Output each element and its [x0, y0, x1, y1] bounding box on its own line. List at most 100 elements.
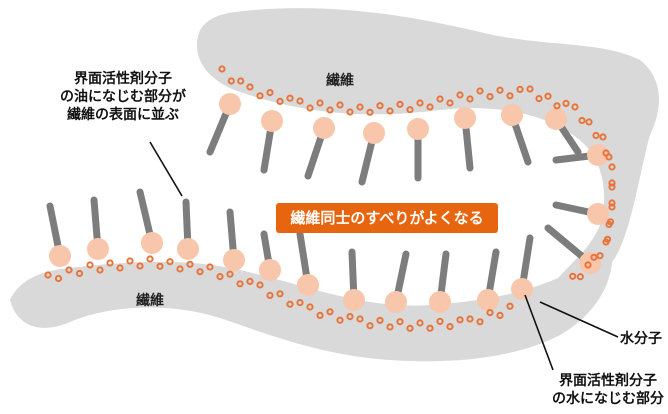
water-molecule — [396, 318, 404, 326]
upper-fiber-label: 繊維 — [326, 73, 354, 89]
water-molecule — [516, 85, 524, 94]
water-molecule — [416, 319, 424, 327]
water-molecule — [86, 261, 94, 269]
water-molecule — [316, 311, 324, 319]
water-molecule — [286, 94, 294, 102]
water-molecule — [276, 290, 284, 298]
water-molecule — [553, 102, 561, 110]
water-molecule — [486, 309, 494, 317]
water-molecule — [590, 253, 598, 261]
surfactant-head — [261, 110, 283, 132]
oil-part-label: 界面活性剤分子 の油になじむ部分が 繊維の表面に並ぶ — [58, 70, 188, 124]
water-molecule — [406, 324, 414, 332]
water-molecule — [326, 106, 334, 114]
water-molecule — [266, 291, 274, 299]
water-molecule — [218, 65, 226, 73]
callout-smooth-sliding: 繊維同士のすべりがよくなる — [276, 203, 498, 233]
water-molecule — [426, 324, 434, 332]
water-molecule — [196, 268, 204, 276]
water-molecule — [486, 93, 494, 101]
water-part-label-line2: の水になじむ部分 — [552, 391, 664, 407]
water-part-label: 界面活性剤分子 の水になじむ部分 — [550, 372, 666, 408]
water-molecule — [266, 89, 274, 97]
water-molecule — [246, 83, 254, 91]
water-molecule — [592, 131, 600, 140]
surfactant-head — [407, 118, 429, 140]
water-molecule — [326, 308, 334, 316]
surfactant-head — [385, 291, 407, 313]
water-molecule — [75, 269, 84, 278]
water-molecule — [376, 316, 384, 324]
water-molecule — [608, 179, 616, 187]
water-molecule — [406, 106, 414, 114]
water-molecule — [126, 257, 134, 265]
water-molecule — [506, 302, 514, 310]
water-molecule — [569, 272, 577, 280]
water-molecule — [366, 322, 374, 330]
water-molecule — [116, 264, 124, 272]
water-molecule — [436, 95, 444, 103]
leader-water-part — [524, 294, 554, 371]
water-molecule — [236, 280, 244, 288]
water-molecule — [571, 103, 579, 111]
water-molecule — [396, 100, 404, 108]
water-molecule — [386, 323, 394, 331]
water-molecule — [608, 183, 616, 191]
water-molecule — [256, 92, 264, 100]
oil-part-label-line2: の油になじむ部分が — [60, 89, 186, 105]
surfactant-head — [297, 274, 319, 296]
water-molecule-label: 水分子 — [620, 331, 662, 347]
water-molecule — [506, 92, 514, 100]
surfactant-head — [477, 289, 499, 311]
water-molecule — [544, 92, 552, 100]
water-molecule — [166, 258, 174, 266]
water-molecule — [156, 262, 164, 270]
water-molecule — [356, 103, 364, 111]
upper-fiber — [196, 8, 660, 283]
water-molecule — [426, 103, 434, 111]
water-molecule — [237, 77, 245, 85]
water-molecule — [346, 108, 354, 116]
leader-oil-part — [149, 141, 183, 197]
surfactant-head — [87, 238, 109, 260]
water-molecule — [316, 99, 324, 107]
water-molecule — [446, 99, 454, 107]
oil-part-label-line3: 繊維の表面に並ぶ — [67, 107, 179, 123]
surfactant-head — [511, 278, 533, 300]
water-molecule — [336, 101, 344, 109]
water-molecule — [256, 281, 264, 289]
water-molecule — [146, 255, 154, 263]
surfactant-head — [313, 117, 335, 139]
water-molecule — [466, 95, 474, 103]
water-molecule — [346, 313, 354, 321]
water-molecule — [356, 315, 364, 323]
surfactant-head — [587, 144, 609, 166]
water-molecule — [496, 86, 504, 94]
water-molecule — [286, 300, 294, 308]
water-molecule — [608, 203, 616, 211]
surfactant-head — [49, 245, 71, 267]
water-molecule — [576, 273, 584, 281]
water-molecule — [136, 262, 144, 270]
water-molecule — [65, 266, 73, 274]
surfactant-head — [429, 291, 451, 313]
water-molecule — [376, 102, 384, 110]
lower-fiber — [10, 254, 612, 362]
water-molecule — [106, 259, 114, 267]
water-molecule — [216, 273, 224, 281]
surfactant-head — [343, 289, 365, 311]
leader-water-molecule — [539, 301, 619, 338]
water-molecule — [456, 91, 464, 99]
water-molecule — [246, 277, 254, 285]
water-molecule — [456, 316, 464, 324]
lower-fiber-label: 繊維 — [136, 293, 164, 309]
water-molecule — [446, 323, 454, 331]
water-molecule — [605, 153, 613, 161]
water-molecule — [336, 316, 344, 324]
water-molecule — [386, 107, 394, 115]
water-molecule — [206, 263, 214, 271]
water-molecule — [578, 116, 586, 125]
water-molecule — [562, 99, 570, 108]
